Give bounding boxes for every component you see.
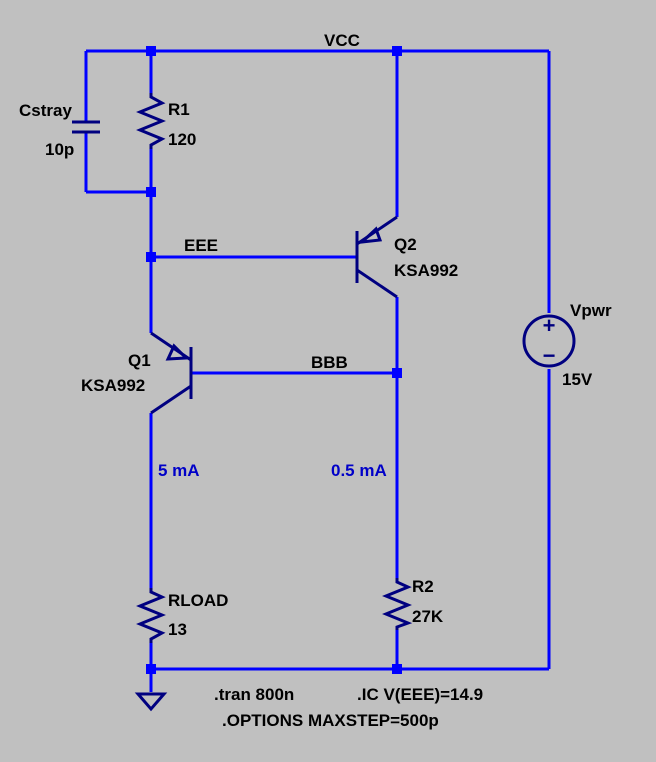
- current-label-right: 0.5 mA: [331, 461, 387, 480]
- pnp-transistor-symbol[interactable]: [150, 331, 193, 415]
- pnp-transistor-symbol[interactable]: [355, 215, 398, 299]
- net-label-vcc: VCC: [324, 31, 360, 50]
- resistor-symbol[interactable]: [382, 578, 413, 630]
- tran-directive[interactable]: .tran 800n: [214, 685, 294, 704]
- plus-sign: +: [543, 313, 556, 338]
- capacitor-symbol[interactable]: [72, 120, 100, 134]
- resistor-symbol[interactable]: [136, 93, 166, 149]
- junction-dot: [392, 368, 402, 378]
- vpwr-name-label: Vpwr: [570, 301, 612, 320]
- net-label-bbb: BBB: [311, 353, 348, 372]
- voltage-source-symbol[interactable]: [522, 314, 576, 368]
- rload-value-label: 13: [168, 620, 187, 639]
- cstray-name-label: Cstray: [19, 101, 72, 120]
- junction-dot: [146, 46, 156, 56]
- q1-model-label: KSA992: [81, 376, 145, 395]
- r2-name-label: R2: [412, 577, 434, 596]
- ground-icon: [134, 692, 168, 712]
- junction-dot: [392, 664, 402, 674]
- minus-sign: −: [543, 343, 556, 368]
- resistor-symbol[interactable]: [136, 588, 166, 643]
- vpwr-value-label: 15V: [562, 370, 593, 389]
- ic-directive[interactable]: .IC V(EEE)=14.9: [357, 685, 483, 704]
- junction-dot: [146, 187, 156, 197]
- junction-dot: [392, 46, 402, 56]
- r1-value-label: 120: [168, 130, 196, 149]
- rload-name-label: RLOAD: [168, 591, 228, 610]
- junction-dot: [146, 252, 156, 262]
- q2-name-label: Q2: [394, 235, 417, 254]
- r1-name-label: R1: [168, 100, 190, 119]
- junctions: [146, 46, 402, 674]
- options-directive[interactable]: .OPTIONS MAXSTEP=500p: [222, 711, 439, 730]
- wires: [84, 49, 551, 692]
- q1-name-label: Q1: [128, 351, 151, 370]
- cstray-value-label: 10p: [45, 140, 74, 159]
- r2-value-label: 27K: [412, 607, 444, 626]
- junction-dot: [146, 664, 156, 674]
- current-label-left: 5 mA: [158, 461, 200, 480]
- net-label-eee: EEE: [184, 236, 218, 255]
- q2-model-label: KSA992: [394, 261, 458, 280]
